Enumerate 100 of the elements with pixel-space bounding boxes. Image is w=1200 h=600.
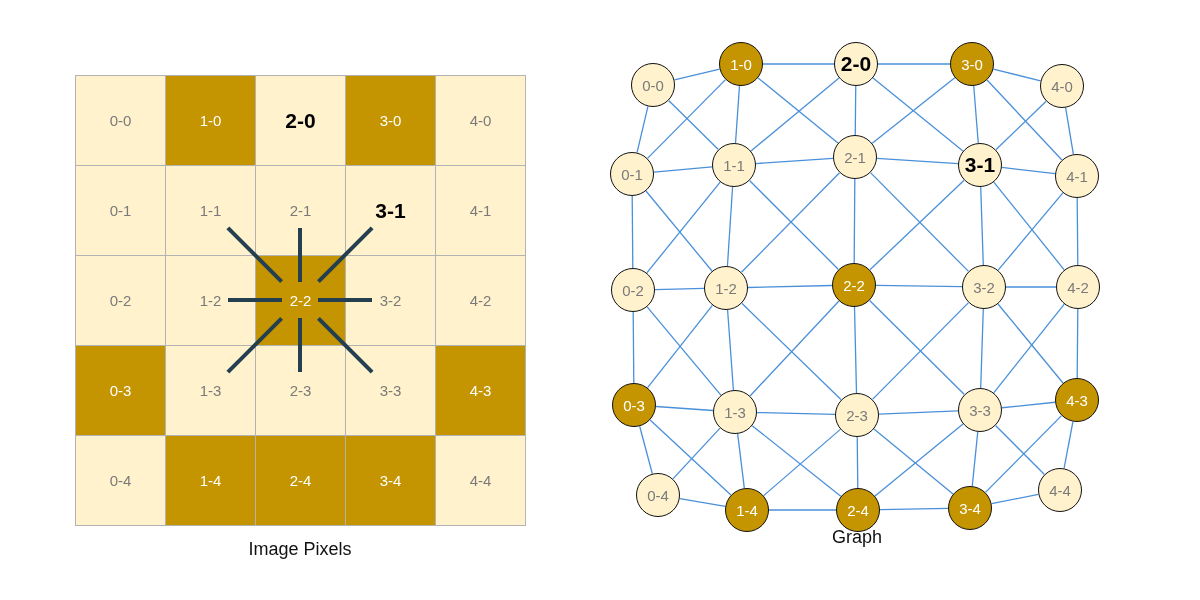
- pixel-square: [345, 75, 436, 166]
- edge-line: [853, 306, 858, 394]
- node-label: 4-2: [469, 292, 492, 309]
- node-label: 0-0: [109, 112, 132, 129]
- edge-line: [668, 99, 719, 151]
- pixel-square: [165, 165, 256, 256]
- graph-node-circle: [612, 383, 656, 427]
- edge-line: [655, 405, 714, 412]
- edge-line: [762, 63, 835, 65]
- pixel-square: [435, 255, 526, 346]
- edge-line: [986, 79, 1063, 161]
- node-label: 1-0: [199, 112, 222, 129]
- pixel-square: [345, 345, 436, 436]
- pixel-square: [165, 255, 256, 346]
- node-label: 3-4: [959, 499, 981, 517]
- edge-line: [654, 287, 705, 291]
- node-label: 3-2: [379, 292, 402, 309]
- node-label: 1-1: [723, 156, 745, 174]
- graph-node-circle: [836, 488, 880, 532]
- pixel-square: [435, 165, 526, 256]
- edge-line: [751, 425, 842, 497]
- edge-line: [993, 303, 1065, 394]
- edge-line: [756, 411, 836, 416]
- node-label: 2-1: [844, 148, 866, 166]
- edge-line: [672, 427, 721, 480]
- pixel-square: [345, 165, 436, 256]
- edge-line: [980, 186, 984, 266]
- graph-node-circle: [1056, 265, 1100, 309]
- edge-line: [646, 181, 721, 274]
- edge-line: [990, 493, 1040, 505]
- edge-line: [875, 284, 963, 288]
- node-label: 0-3: [623, 396, 645, 414]
- edge-line: [226, 316, 284, 374]
- pixel-square: [75, 165, 166, 256]
- graph-node-circle: [958, 143, 1002, 187]
- edge-line: [646, 306, 722, 396]
- pixel-square: [345, 255, 436, 346]
- edge-line: [1005, 286, 1057, 288]
- node-label: 3-1: [375, 198, 406, 223]
- node-label: 0-3: [109, 382, 132, 399]
- edge-line: [646, 78, 727, 159]
- edge-line: [768, 509, 837, 511]
- edge-line: [992, 68, 1042, 82]
- edge-line: [876, 157, 959, 165]
- pixel-square: [435, 435, 526, 526]
- node-label: 2-2: [843, 276, 865, 294]
- graph-node-circle: [636, 473, 680, 517]
- node-label: 4-4: [469, 472, 492, 489]
- edge-line: [228, 298, 282, 302]
- edge-line: [993, 181, 1065, 271]
- node-label: 3-0: [961, 55, 983, 73]
- edge-line: [872, 77, 964, 152]
- edge-line: [645, 190, 713, 272]
- node-label: 0-4: [109, 472, 132, 489]
- edge-line: [997, 192, 1064, 271]
- graph-node-circle: [832, 263, 876, 307]
- node-label: 4-1: [1066, 167, 1088, 185]
- edge-line: [749, 300, 840, 397]
- node-label: 2-3: [846, 406, 868, 424]
- node-label: 3-1: [964, 153, 996, 177]
- pixel-square: [75, 255, 166, 346]
- edge-line: [636, 105, 649, 154]
- edge-line: [673, 68, 721, 81]
- graph-node-circle: [610, 152, 654, 196]
- edge-line: [741, 302, 842, 401]
- node-label: 1-3: [199, 382, 222, 399]
- node-label: 2-4: [847, 501, 869, 519]
- edge-line: [646, 304, 714, 389]
- node-label: 4-3: [1066, 391, 1088, 409]
- pixel-square: [255, 435, 346, 526]
- node-label: 2-1: [289, 202, 312, 219]
- node-label: 4-2: [1067, 278, 1089, 296]
- graph-node-circle: [1055, 154, 1099, 198]
- graph-node-circle: [1055, 378, 1099, 422]
- pixel-square: [165, 435, 256, 526]
- node-label: 4-0: [469, 112, 492, 129]
- node-label: 0-1: [621, 165, 643, 183]
- edge-line: [653, 166, 713, 173]
- graph-node-circle: [834, 42, 878, 86]
- node-label: 4-4: [1049, 481, 1071, 499]
- graph-node-circle: [719, 42, 763, 86]
- edge-line: [878, 410, 959, 415]
- edge-line: [757, 77, 839, 144]
- edge-line: [316, 316, 374, 374]
- node-label: 1-4: [199, 472, 222, 489]
- graph-node-circle: [1038, 468, 1082, 512]
- pixel-square: [255, 345, 346, 436]
- node-label: 3-4: [379, 472, 402, 489]
- graph-node-circle: [833, 135, 877, 179]
- edge-line: [747, 284, 833, 289]
- node-label: 0-0: [642, 76, 664, 94]
- graph-node-circle: [712, 143, 756, 187]
- edge-line: [734, 85, 741, 144]
- edge-line: [995, 100, 1047, 151]
- graph-node-circle: [962, 265, 1006, 309]
- node-label: 0-2: [622, 281, 644, 299]
- node-label: 3-3: [379, 382, 402, 399]
- edge-line: [980, 308, 984, 389]
- edge-line: [1076, 308, 1079, 379]
- edge-line: [755, 157, 834, 165]
